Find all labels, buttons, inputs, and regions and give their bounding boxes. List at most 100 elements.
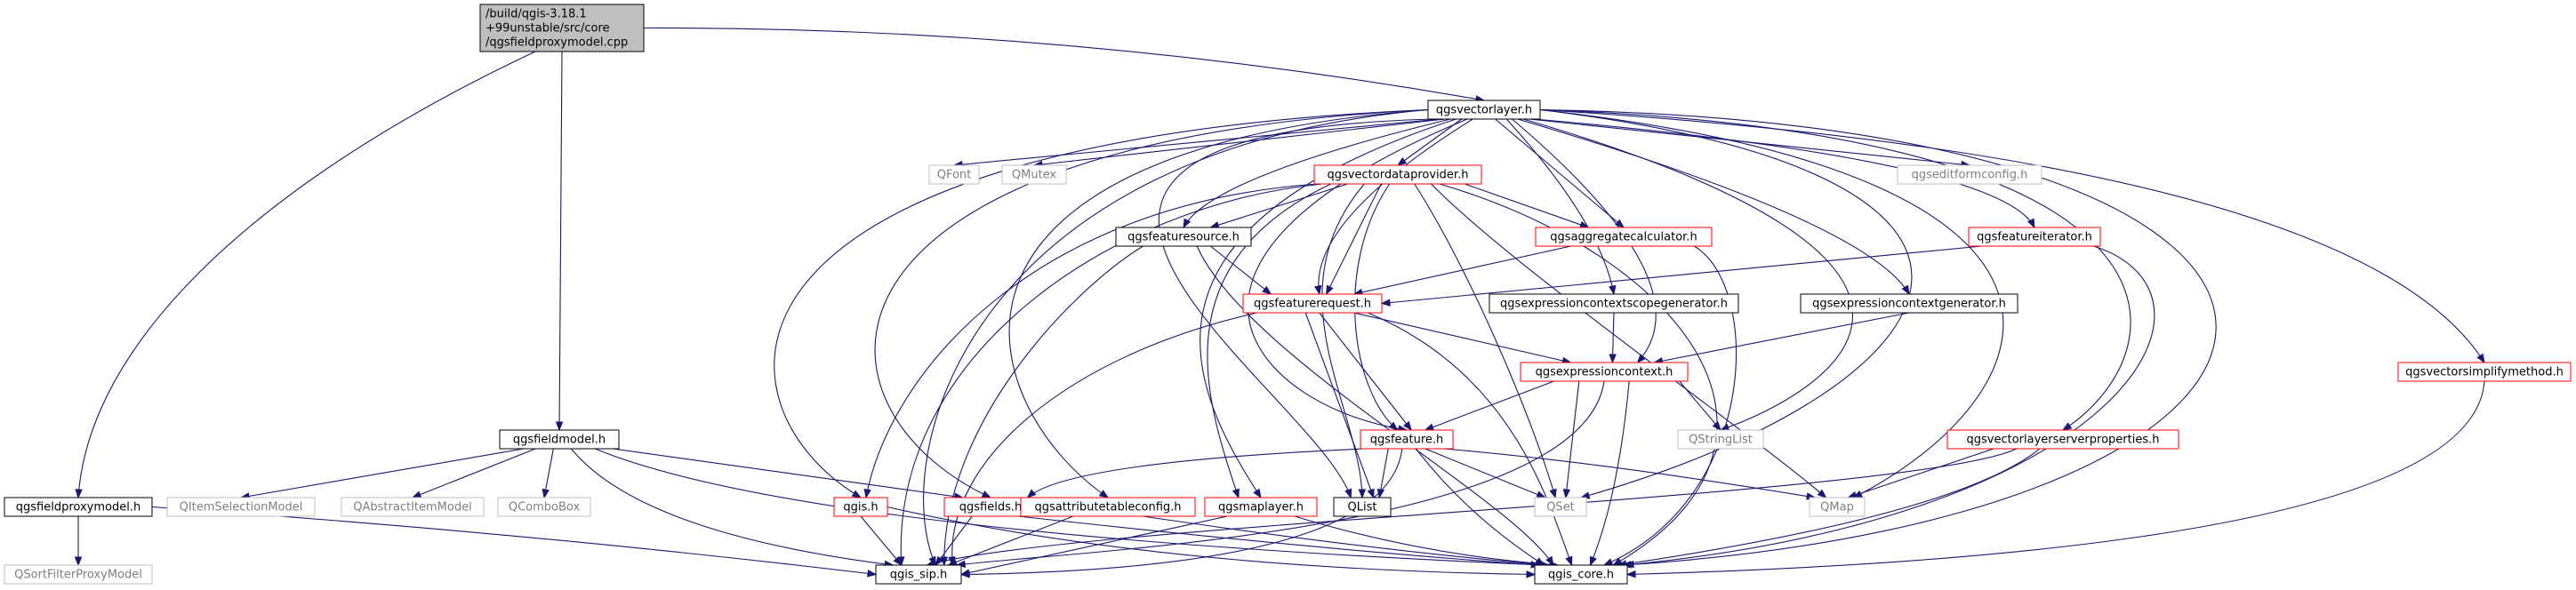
- node-label-fieldproxymodel: qgsfieldproxymodel.h: [16, 501, 140, 514]
- node-label-root-2: /qgsfieldproxymodel.cpp: [486, 36, 628, 50]
- edge-root-fieldmodel: [555, 51, 564, 432]
- node-editformconfig[interactable]: qgseditformconfig.h: [1897, 164, 2042, 185]
- node-scopegen[interactable]: qgsexpressioncontextscopegenerator.h: [1489, 293, 1739, 314]
- node-featuresource[interactable]: qgsfeaturesource.h: [1115, 227, 1252, 247]
- node-label-expressioncontext: qgsexpressioncontext.h: [1536, 366, 1673, 379]
- node-box-root: [479, 4, 645, 52]
- node-contextgen[interactable]: qgsexpressioncontextgenerator.h: [1800, 293, 2018, 314]
- node-box-qgiscore: [1534, 564, 1628, 585]
- node-box-contextgen: [1800, 293, 2018, 314]
- node-feature[interactable]: qgsfeature.h: [1360, 429, 1454, 450]
- node-box-vectorlayer: [1427, 100, 1541, 120]
- node-box-sortfilter: [4, 564, 153, 585]
- node-label-serverprops: qgsvectorlayerserverproperties.h: [1967, 434, 2160, 447]
- node-maplayer[interactable]: qgsmaplayer.h: [1204, 497, 1318, 517]
- node-box-qgis: [833, 497, 888, 517]
- edge-vl-contextgen: [1517, 118, 1910, 296]
- edge-vdp-qgis: [863, 183, 1318, 499]
- edge-vdp-request: [1325, 183, 1382, 296]
- node-box-qset: [1534, 497, 1587, 517]
- edge-vdp-maplayer: [1207, 183, 1332, 499]
- node-qgissip[interactable]: qgis_sip.h: [875, 564, 962, 585]
- node-box-qmutex: [1001, 164, 1067, 185]
- node-label-aggregatecalc: qgsaggregatecalculator.h: [1550, 231, 1697, 244]
- edge-vdp-feature: [1354, 183, 1399, 431]
- node-box-qabstract: [341, 497, 485, 517]
- edge-qgis-qgiscore: [887, 506, 1537, 578]
- node-box-qcombobox: [497, 497, 591, 517]
- edge-req-feature: [1319, 312, 1413, 432]
- node-box-fieldproxymodel: [4, 497, 153, 517]
- node-simplifymethod[interactable]: qgsvectorsimplifymethod.h: [2397, 362, 2572, 382]
- node-fieldmodel[interactable]: qgsfieldmodel.h: [499, 429, 620, 450]
- edge-expctx-qset: [1562, 380, 1580, 499]
- edge-fieldmodel-fields: [613, 448, 965, 500]
- edge-qgis-qgissip: [860, 515, 903, 567]
- node-box-qitemsel: [166, 497, 316, 517]
- edge-vl-vdp: [1396, 118, 1463, 166]
- edge-scopegen-expctx: [1609, 312, 1617, 364]
- node-label-qcombobox: QComboBox: [509, 501, 581, 514]
- node-qcombobox[interactable]: QComboBox: [497, 497, 591, 517]
- node-qabstract[interactable]: QAbstractItemModel: [341, 497, 485, 517]
- node-box-featurerequest: [1242, 293, 1383, 314]
- node-label-qmutex: QMutex: [1012, 169, 1057, 182]
- node-root[interactable]: /build/qgis-3.18.1+99unstable/src/core/q…: [479, 4, 645, 52]
- node-featurerequest[interactable]: qgsfeaturerequest.h: [1242, 293, 1383, 314]
- edge-req-expctx: [1353, 312, 1572, 364]
- edge-fieldmodel-qitemsel: [239, 448, 524, 500]
- node-qfont[interactable]: QFont: [928, 164, 980, 185]
- node-label-scopegen: qgsexpressioncontextscopegenerator.h: [1500, 298, 1728, 311]
- edge-feature-fields: [1026, 448, 1366, 498]
- node-label-sortfilter: QSortFilterProxyModel: [14, 569, 142, 582]
- node-qgis[interactable]: qgis.h: [833, 497, 888, 517]
- node-box-maplayer: [1204, 497, 1318, 517]
- node-box-simplifymethod: [2397, 362, 2572, 382]
- node-label-qmap: QMap: [1820, 501, 1854, 514]
- node-vectorlayer[interactable]: qgsvectorlayer.h: [1427, 100, 1541, 120]
- node-qmap[interactable]: QMap: [1809, 497, 1866, 517]
- node-label-qstringlist: QStringList: [1689, 434, 1753, 447]
- edge-req-qgiscore: [1368, 312, 1573, 567]
- node-attrtable[interactable]: qgsattributetableconfig.h: [1020, 497, 1196, 517]
- node-box-qmap: [1809, 497, 1866, 517]
- node-box-scopegen: [1489, 293, 1739, 314]
- nodes-layer: /build/qgis-3.18.1+99unstable/src/core/q…: [4, 4, 2572, 585]
- edge-root-vectorlayer: [643, 27, 1486, 103]
- node-box-qstringlist: [1677, 429, 1764, 450]
- node-label-maplayer: qgsmaplayer.h: [1218, 501, 1304, 514]
- node-qitemsel[interactable]: QItemSelectionModel: [166, 497, 316, 517]
- node-label-fields: qgsfields.h: [959, 501, 1022, 514]
- edge-vl-scopegen: [1505, 118, 1617, 296]
- edge-feature-qlist: [1376, 448, 1389, 499]
- node-label-root-0: /build/qgis-3.18.1: [486, 8, 587, 21]
- node-label-featuresource: qgsfeaturesource.h: [1128, 231, 1240, 244]
- edge-vl-aggregate: [1495, 118, 1625, 228]
- node-box-expressioncontext: [1520, 362, 1689, 382]
- edge-vdp-qlist: [1321, 183, 1367, 499]
- node-fields[interactable]: qgsfields.h: [943, 497, 1038, 517]
- edge-vl-qgis: [774, 108, 1429, 498]
- node-box-attrtable: [1020, 497, 1196, 517]
- node-expressioncontext[interactable]: qgsexpressioncontext.h: [1520, 362, 1689, 382]
- edge-vdp-qgiscore: [1439, 183, 1718, 566]
- node-sortfilter[interactable]: QSortFilterProxyModel: [4, 564, 153, 585]
- node-qset[interactable]: QSet: [1534, 497, 1587, 517]
- node-label-feature: qgsfeature.h: [1370, 434, 1444, 447]
- node-box-qgissip: [875, 564, 962, 585]
- node-qgiscore[interactable]: qgis_core.h: [1534, 564, 1628, 585]
- node-vectordataprovider[interactable]: qgsvectordataprovider.h: [1313, 164, 1482, 185]
- node-aggregatecalc[interactable]: qgsaggregatecalculator.h: [1535, 227, 1713, 247]
- node-featureiterator[interactable]: qgsfeatureiterator.h: [1968, 227, 2101, 247]
- node-box-vectordataprovider: [1313, 164, 1482, 185]
- node-fieldproxymodel[interactable]: qgsfieldproxymodel.h: [4, 497, 153, 517]
- node-qlist[interactable]: QList: [1333, 497, 1392, 517]
- node-label-featurerequest: qgsfeaturerequest.h: [1254, 298, 1371, 311]
- edge-expctx-qstringlist: [1679, 380, 1721, 432]
- edge-vl-qfont: [952, 118, 1440, 169]
- node-qmutex[interactable]: QMutex: [1001, 164, 1067, 185]
- node-serverprops[interactable]: qgsvectorlayerserverproperties.h: [1946, 429, 2179, 450]
- edge-vl-iterator: [1534, 118, 2035, 229]
- node-qstringlist[interactable]: QStringList: [1677, 429, 1764, 450]
